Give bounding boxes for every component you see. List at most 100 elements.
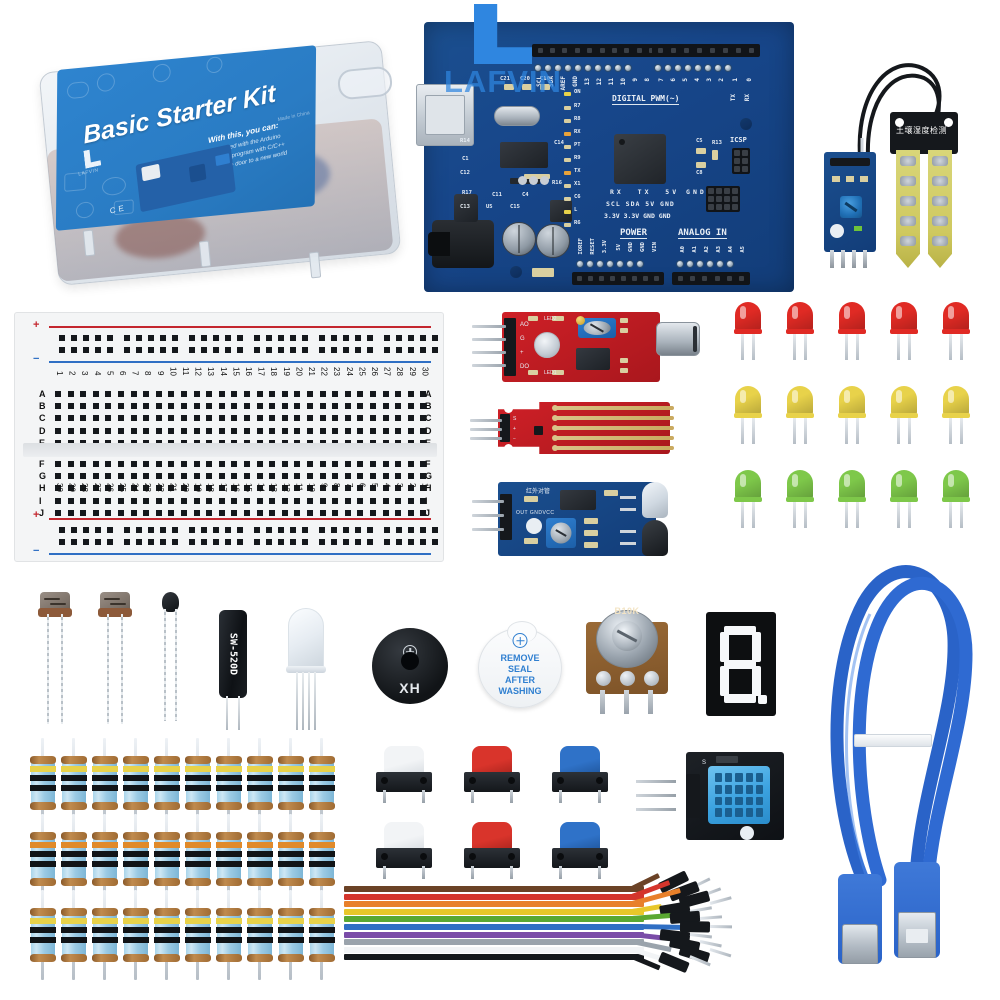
silk-c1: C1 xyxy=(462,156,469,162)
push-button-blue[interactable] xyxy=(552,746,608,804)
breadboard-col-label: 11 xyxy=(181,367,190,376)
silk-vin: VIN xyxy=(652,242,658,252)
breadboard-col-label: 27 xyxy=(382,367,392,376)
breadboard-col-label: 5 xyxy=(370,483,379,488)
breadboard-row-label: D xyxy=(39,425,46,436)
ir-obstacle-avoidance-sensor: OUT GNDVCC 红外对管 xyxy=(472,478,684,560)
breadboard-col-label: 30 xyxy=(420,367,430,376)
led-red xyxy=(890,302,918,360)
led-yellow xyxy=(838,386,866,444)
jumper-male-pin xyxy=(689,932,713,938)
usb-cable-loops xyxy=(830,565,973,889)
breadboard-row-label: A xyxy=(39,389,46,399)
tilt-switch-body: SW-520D xyxy=(219,610,247,698)
ir-sensor-trimpot xyxy=(546,518,576,548)
io-expansion-header xyxy=(706,186,740,212)
jumper-wire-strand xyxy=(344,939,644,946)
thermistor-ntc xyxy=(160,592,180,721)
breadboard-col-label: 7 xyxy=(130,371,140,376)
segment-c xyxy=(752,666,761,696)
led-green xyxy=(942,470,970,528)
sound-sensor-module: AO G + DO LED2 LED1 xyxy=(472,308,700,386)
regulator-to252 xyxy=(454,194,478,222)
silk-gnd-1: GND xyxy=(628,242,634,252)
segment-dp xyxy=(758,695,767,704)
water-sensor-comb-traces xyxy=(552,404,674,454)
led-red xyxy=(786,302,814,360)
silk-icsp: ICSP xyxy=(730,136,747,144)
rail-plus-bottom: + xyxy=(33,509,40,521)
led-yellow xyxy=(942,386,970,444)
resistor xyxy=(30,738,56,828)
led-on-indicator xyxy=(564,92,571,96)
rgb-led-flange xyxy=(286,666,326,673)
x1-pads xyxy=(516,174,551,187)
silk-on: ON xyxy=(574,89,581,95)
push-button-blue[interactable] xyxy=(552,822,608,880)
jumper-ribbon-body xyxy=(344,886,644,964)
breadboard-col-label: 15 xyxy=(244,483,253,492)
push-button-red[interactable] xyxy=(464,746,520,804)
silk-gnd-2: GND xyxy=(640,242,646,252)
resistor xyxy=(309,814,335,904)
soil-probe-label: 土壤湿度检测 xyxy=(896,126,947,135)
silk-c20: C20 xyxy=(520,76,530,82)
silk-c15: C15 xyxy=(510,204,520,210)
sound-comparator-ic xyxy=(576,348,610,370)
breadboard-row-label: F xyxy=(425,459,431,469)
resistor xyxy=(123,814,149,904)
breadboard-row-label: B xyxy=(425,401,432,412)
resistor xyxy=(185,890,211,980)
push-button-white[interactable] xyxy=(376,822,432,880)
breadboard-col-label: 20 xyxy=(181,483,190,492)
dht11-pin-label: S xyxy=(702,760,707,766)
breadboard-col-label: 17 xyxy=(256,367,266,376)
silk-r6: R8 xyxy=(574,116,581,122)
breadboard-row-label: C xyxy=(39,413,46,424)
segment-f xyxy=(720,632,729,662)
breadboard-col-label: 22 xyxy=(155,483,165,492)
breadboard-col-label: 25 xyxy=(118,483,127,492)
resistor xyxy=(61,890,87,980)
resistor xyxy=(185,738,211,828)
led-red xyxy=(734,302,762,360)
lafvin-l-logo-icon xyxy=(474,4,532,64)
led-yellow xyxy=(786,386,814,444)
silk-c6: C5 xyxy=(696,138,703,144)
active-buzzer-label: XH xyxy=(399,680,421,696)
breadboard-col-label: 12 xyxy=(281,483,291,492)
box-brand-text: LAFVIN xyxy=(78,167,99,178)
analog-header xyxy=(672,272,750,285)
resistor xyxy=(216,738,242,828)
breadboard-col-label: 10 xyxy=(307,483,316,492)
soil-probe-fork-right xyxy=(928,150,952,268)
box-front-label: Basic Starter Kit With this, you can: Ge… xyxy=(55,45,317,231)
led-yellow xyxy=(734,386,762,444)
resistor xyxy=(185,814,211,904)
microcontroller-ic xyxy=(614,134,666,184)
silk-r17: R7 xyxy=(574,103,581,109)
breadboard-row-label: H xyxy=(39,483,46,494)
rgb-led xyxy=(286,608,326,732)
ir-sensor-cn-silk: 红外对管 xyxy=(526,489,551,495)
silk-5v: 5V xyxy=(616,244,622,251)
breadboard-col-label: 9 xyxy=(319,483,329,488)
resistor xyxy=(123,738,149,828)
breadboard-row-label: J xyxy=(425,507,431,518)
usb-type-b-port xyxy=(416,84,474,146)
silk-d12: 12 xyxy=(596,78,603,86)
push-button-white[interactable] xyxy=(376,746,432,804)
arduino-uno-board: SCL SDA AREF GND 13 12 11 10 9 8 7 6 5 4… xyxy=(416,22,794,292)
silk-3v3: 3.3V xyxy=(602,240,608,254)
breadboard-col-label: 23 xyxy=(143,483,153,492)
rail-minus-top: − xyxy=(33,353,40,365)
breadboard-col-label: 15 xyxy=(231,367,241,376)
digital-header-high xyxy=(532,44,660,57)
potentiometer-housing xyxy=(596,610,658,668)
push-button-red[interactable] xyxy=(464,822,520,880)
electrolytic-cap-2 xyxy=(536,224,570,258)
sound-sensor-pin-header xyxy=(504,318,516,376)
led-l-indicator xyxy=(564,210,571,214)
silk-r9: PT xyxy=(574,142,581,148)
breadboard-col-label: 18 xyxy=(206,483,216,492)
